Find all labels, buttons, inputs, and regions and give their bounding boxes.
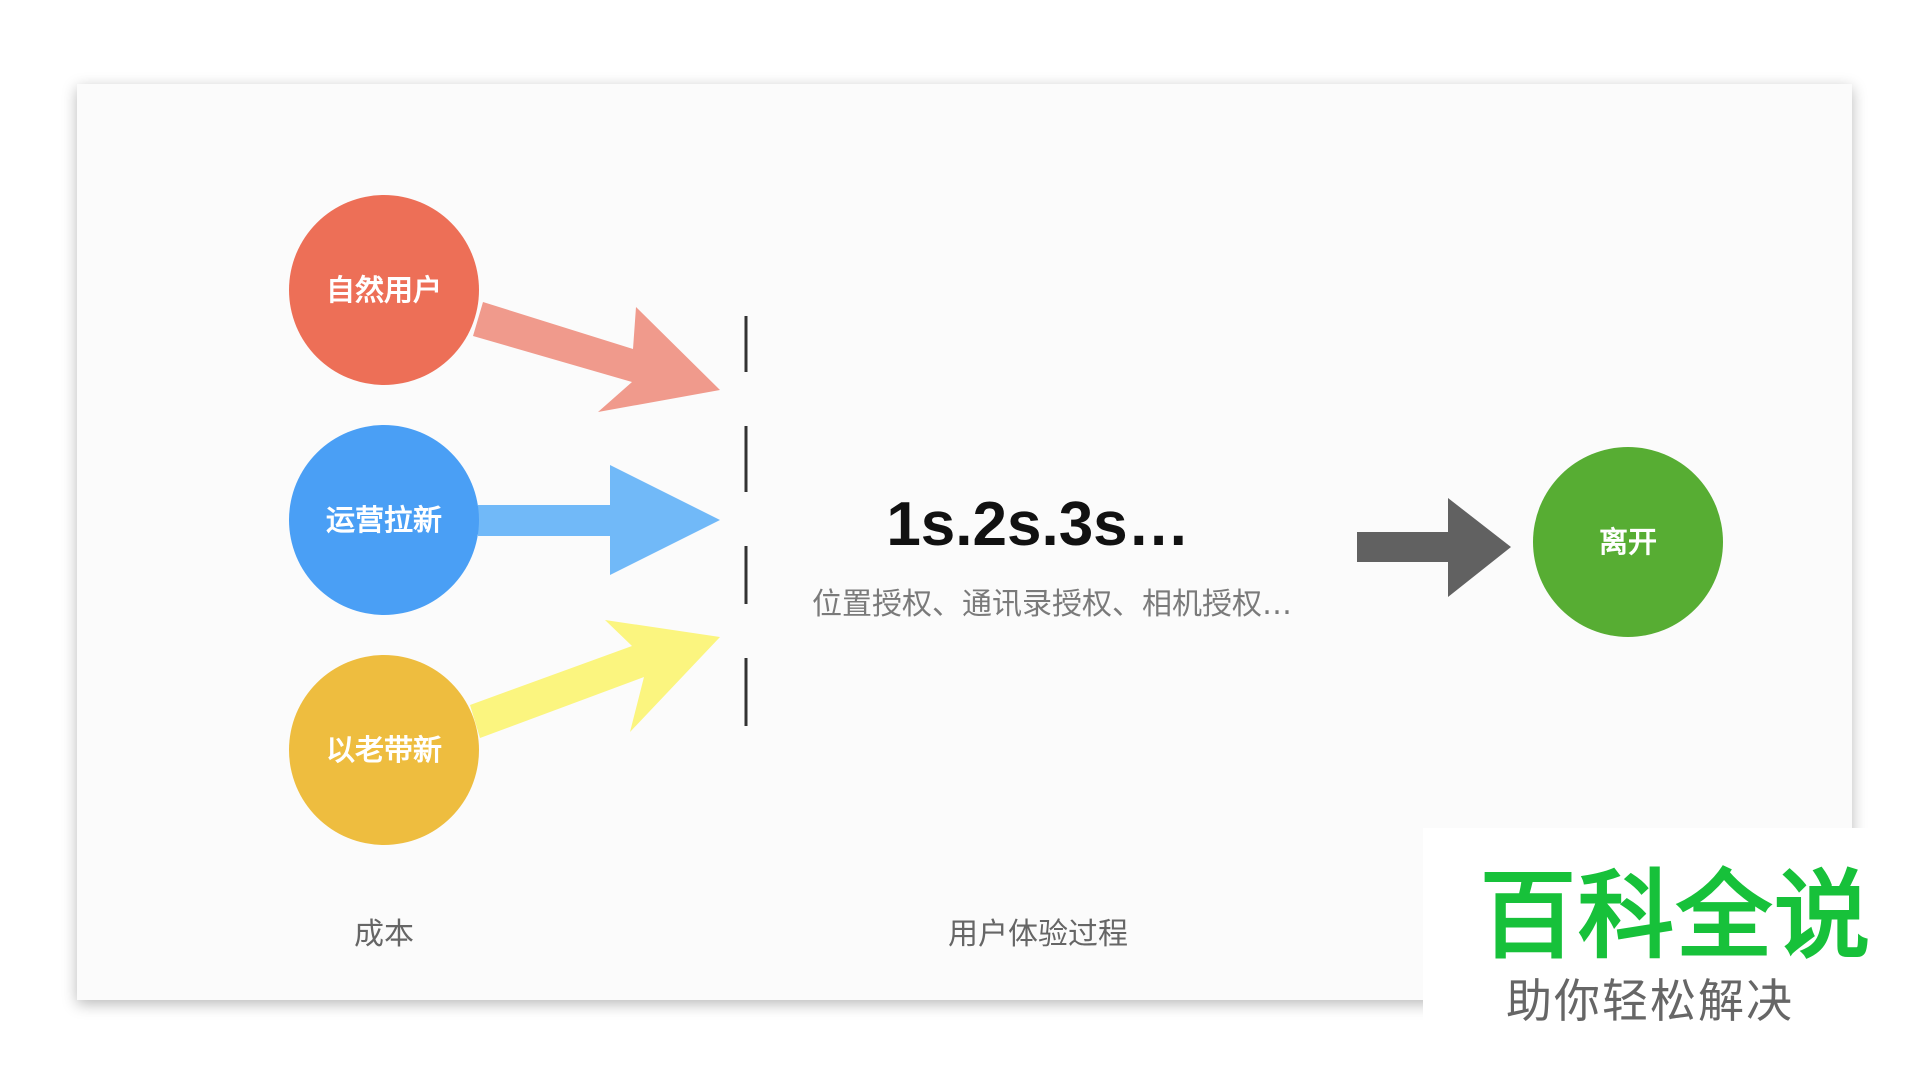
circle-referral bbox=[289, 655, 479, 845]
watermark-background bbox=[1423, 828, 1920, 1080]
wait-time-text: 1s.2s.3s… bbox=[886, 490, 1189, 559]
arrow-natural-users bbox=[473, 302, 720, 412]
label-exit: 离开 bbox=[1599, 525, 1657, 559]
arrow-referral bbox=[470, 620, 720, 738]
permissions-text: 位置授权、通讯录授权、相机授权… bbox=[812, 587, 1292, 622]
arrow-operations-acquisition bbox=[478, 465, 720, 575]
label-operations-acquisition: 运营拉新 bbox=[326, 503, 442, 537]
circle-exit bbox=[1533, 447, 1723, 637]
arrow-exit bbox=[1357, 498, 1511, 597]
circle-natural-users bbox=[289, 195, 479, 385]
label-referral: 以老带新 bbox=[326, 733, 442, 767]
watermark-logo-subtitle: 助你轻松解决 bbox=[1506, 974, 1794, 1028]
label-natural-users: 自然用户 bbox=[326, 273, 442, 307]
experience-label: 用户体验过程 bbox=[948, 917, 1128, 952]
circle-operations-acquisition bbox=[289, 425, 479, 615]
cost-label: 成本 bbox=[354, 917, 414, 952]
watermark-logo-title: 百科全说 bbox=[1480, 860, 1872, 972]
